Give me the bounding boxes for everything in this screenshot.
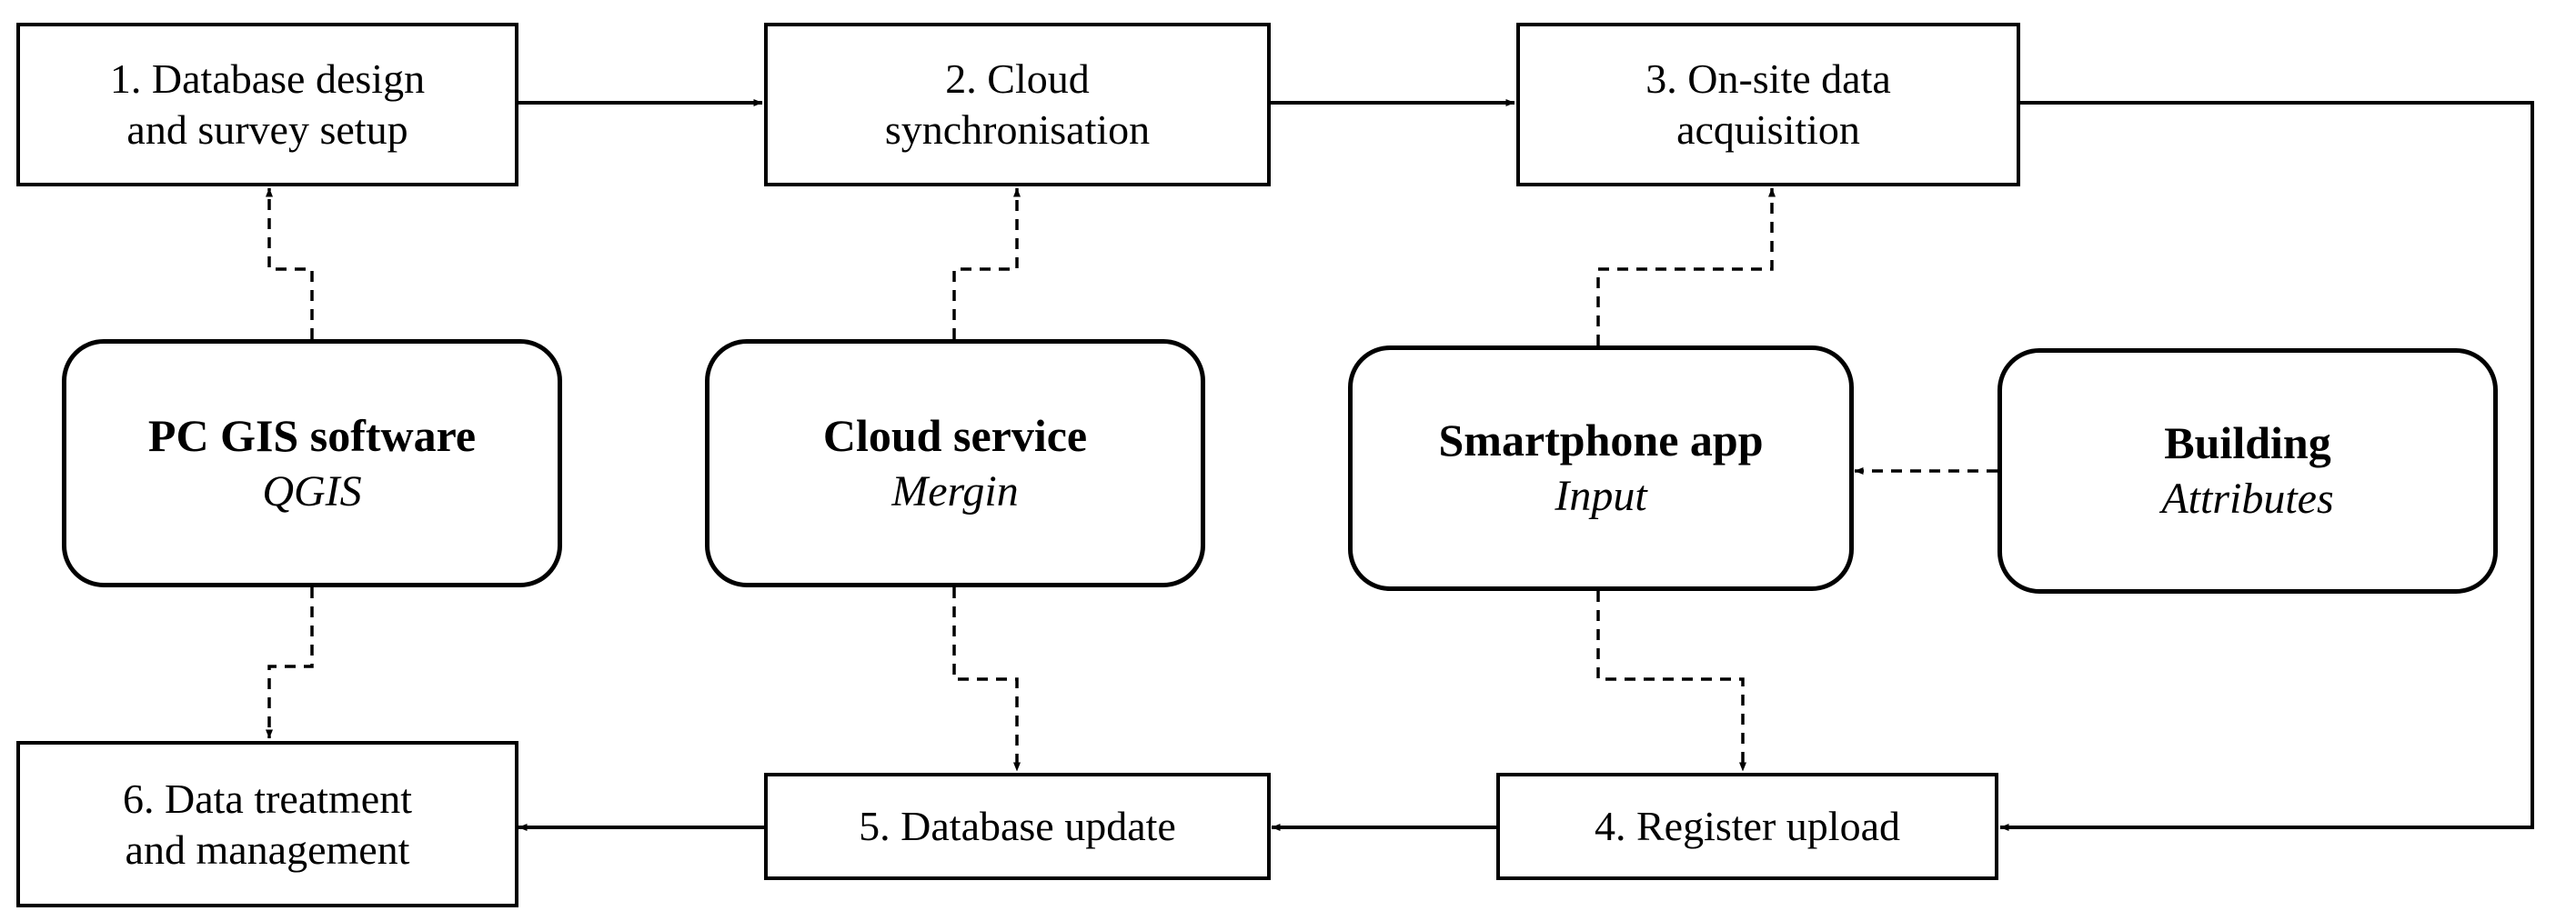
tool-link-pcgis-to-step6 (266, 587, 314, 739)
tool-link-smartphone-to-step3 (1596, 187, 1776, 345)
tool-box-pc-gis: PC GIS software QGIS (62, 339, 562, 587)
tool-link-cloud-to-step2 (952, 187, 1021, 339)
tool-link-smartphone-to-step4 (1596, 591, 1746, 772)
tool-box-cloud-service: Cloud service Mergin (705, 339, 1205, 587)
tool-product: Mergin (891, 466, 1019, 516)
tool-product: Input (1555, 472, 1647, 520)
step-label-line-2: and management (125, 826, 410, 873)
step-label-line-2: acquisition (1676, 106, 1860, 153)
step-label-line-1: 1. Database design (109, 55, 426, 102)
step-box-5: 5. Database update (764, 773, 1271, 880)
flow-arrow-3-to-4 (1999, 101, 2534, 831)
tool-box-smartphone-app: Smartphone app Input (1348, 345, 1854, 591)
tool-product: Attributes (2161, 475, 2334, 523)
tool-name: Cloud service (822, 409, 1088, 461)
step-label-line-1: 3. On-site data (1645, 55, 1891, 102)
step-label-line-2: and survey setup (126, 106, 408, 153)
step-box-1: 1. Database design and survey setup (16, 23, 518, 186)
step-label-line-1: 4. Register upload (1595, 803, 1900, 849)
tool-name: Smartphone app (1438, 415, 1764, 466)
step-box-6: 6. Data treatment and management (16, 741, 518, 907)
tool-product: QGIS (262, 466, 362, 516)
step-label-line-1: 5. Database update (859, 803, 1176, 849)
step-label-line-1: 6. Data treatment (122, 775, 413, 822)
tool-name: Building (2164, 417, 2331, 468)
step-box-3: 3. On-site data acquisition (1516, 23, 2020, 186)
step-box-4: 4. Register upload (1496, 773, 1998, 880)
step-box-2: 2. Cloud synchronisation (764, 23, 1271, 186)
step-label-line-2: synchronisation (884, 106, 1151, 153)
tool-link-cloud-to-step5 (952, 587, 1021, 772)
tool-link-pcgis-to-step1 (266, 187, 314, 339)
tool-box-building: Building Attributes (1997, 348, 2498, 594)
tool-name: PC GIS software (147, 409, 477, 461)
step-label-line-1: 2. Cloud (945, 55, 1090, 102)
